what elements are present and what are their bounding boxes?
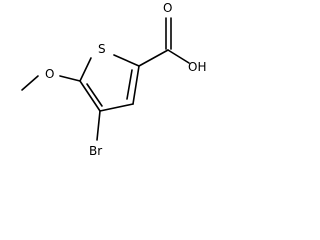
bond-c5-ether-o	[59, 75, 81, 82]
bond-c2-carboxyl	[138, 49, 169, 67]
bond-c5-c4-inner	[86, 83, 103, 107]
bond-c3-c2	[132, 65, 140, 105]
sulfur-atom-label: S	[98, 42, 106, 56]
ether-oxygen-label: O	[45, 67, 54, 81]
hydroxyl-label: OH	[188, 60, 206, 74]
bond-c3-c2-inner	[126, 69, 133, 100]
bromine-atom-label: Br	[89, 144, 102, 158]
bond-carboxyl-oh	[167, 49, 190, 64]
bond-ether-o-methyl	[21, 75, 39, 91]
bond-c4-br	[96, 110, 101, 141]
bond-c5-c4	[79, 80, 101, 112]
carbonyl-oxygen-label: O	[163, 1, 172, 15]
molecule-structure: S OH O O Br	[21, 1, 206, 158]
bond-c4-c3	[99, 103, 134, 112]
bond-s-c5	[79, 57, 92, 82]
bond-c2-s	[113, 54, 140, 67]
